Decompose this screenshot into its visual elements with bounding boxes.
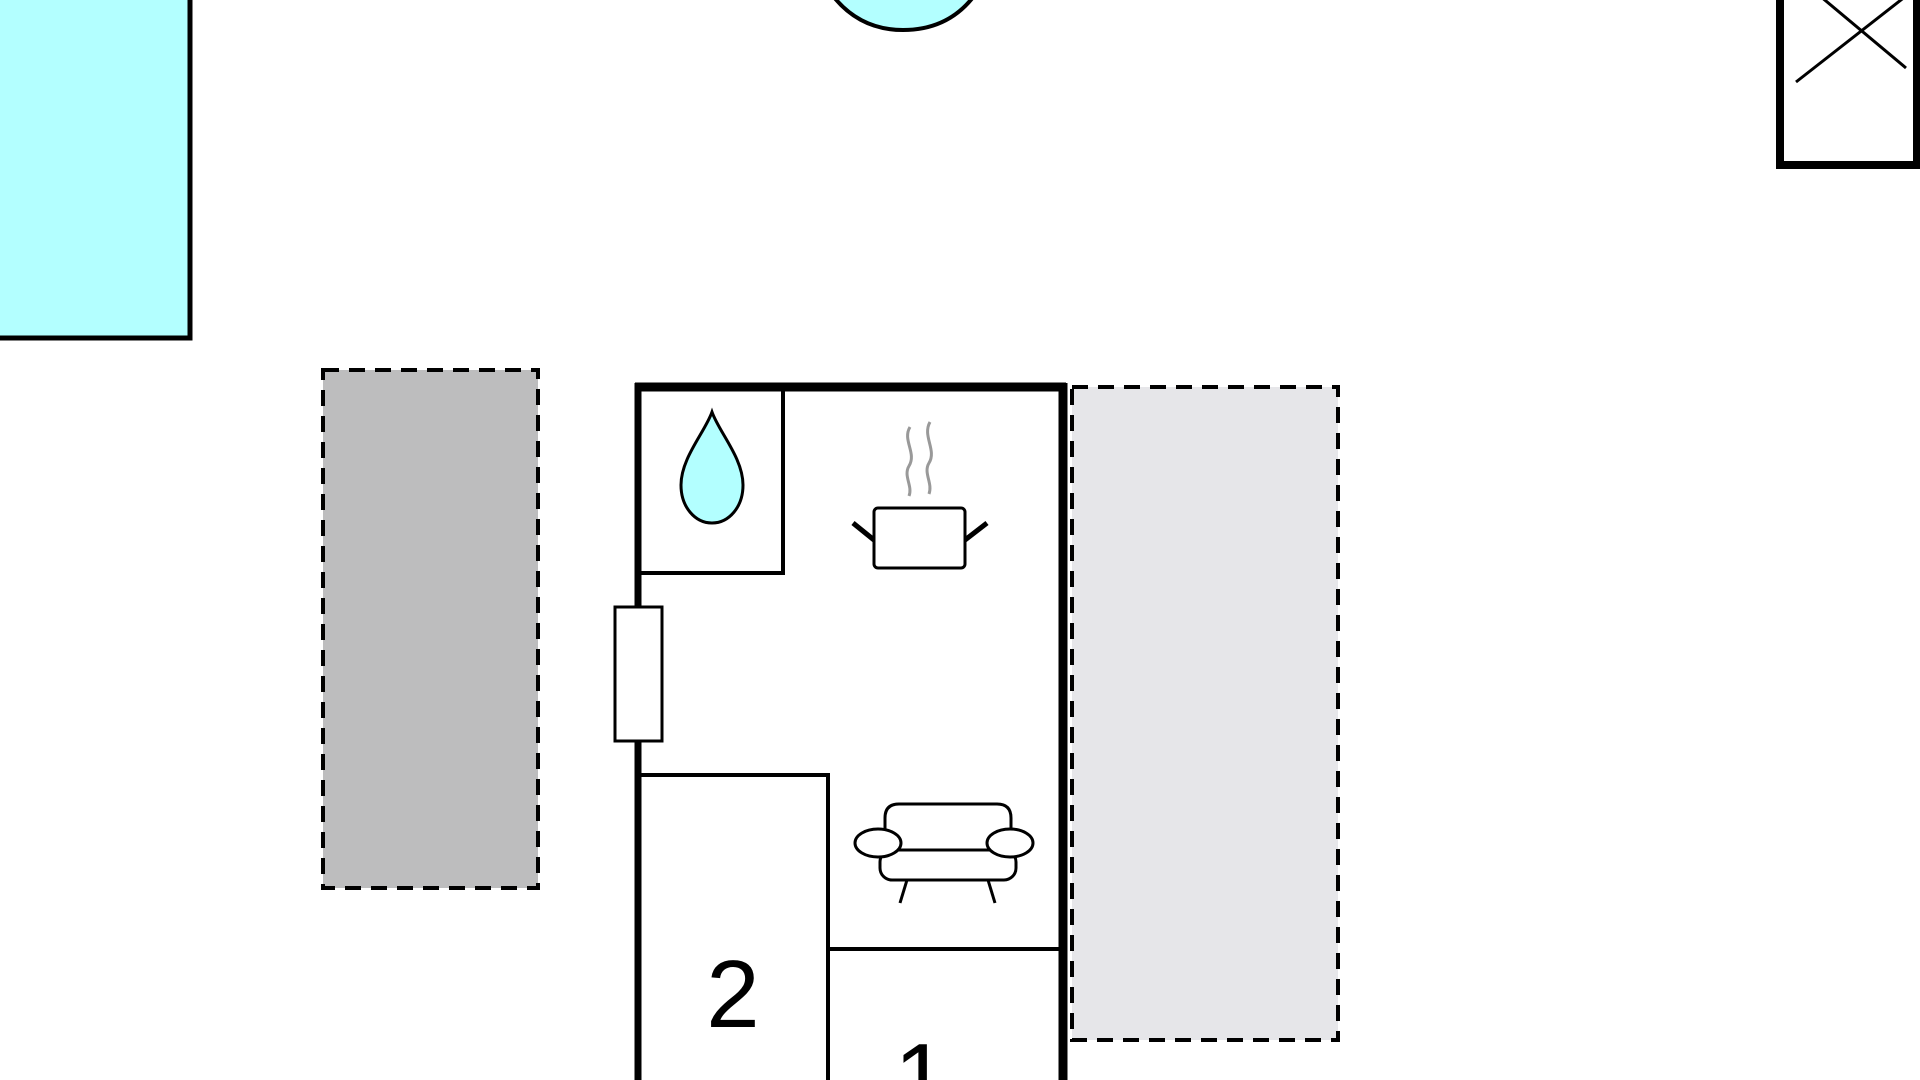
pond-icon bbox=[833, 0, 974, 33]
room-number-2: 2 bbox=[706, 941, 759, 1048]
window-icon bbox=[1776, 0, 1920, 169]
water-drop-icon bbox=[679, 407, 745, 525]
terrace-right bbox=[1070, 385, 1340, 1042]
bathroom-wall bbox=[638, 391, 785, 575]
radiator-icon bbox=[613, 605, 664, 743]
room-number-1: 1 bbox=[894, 1024, 947, 1080]
cooking-pot-icon bbox=[851, 421, 989, 570]
sofa-icon bbox=[853, 802, 1035, 904]
bedroom-2-wall bbox=[638, 773, 830, 1080]
terrace-left bbox=[321, 368, 540, 890]
pool-icon bbox=[0, 0, 193, 341]
